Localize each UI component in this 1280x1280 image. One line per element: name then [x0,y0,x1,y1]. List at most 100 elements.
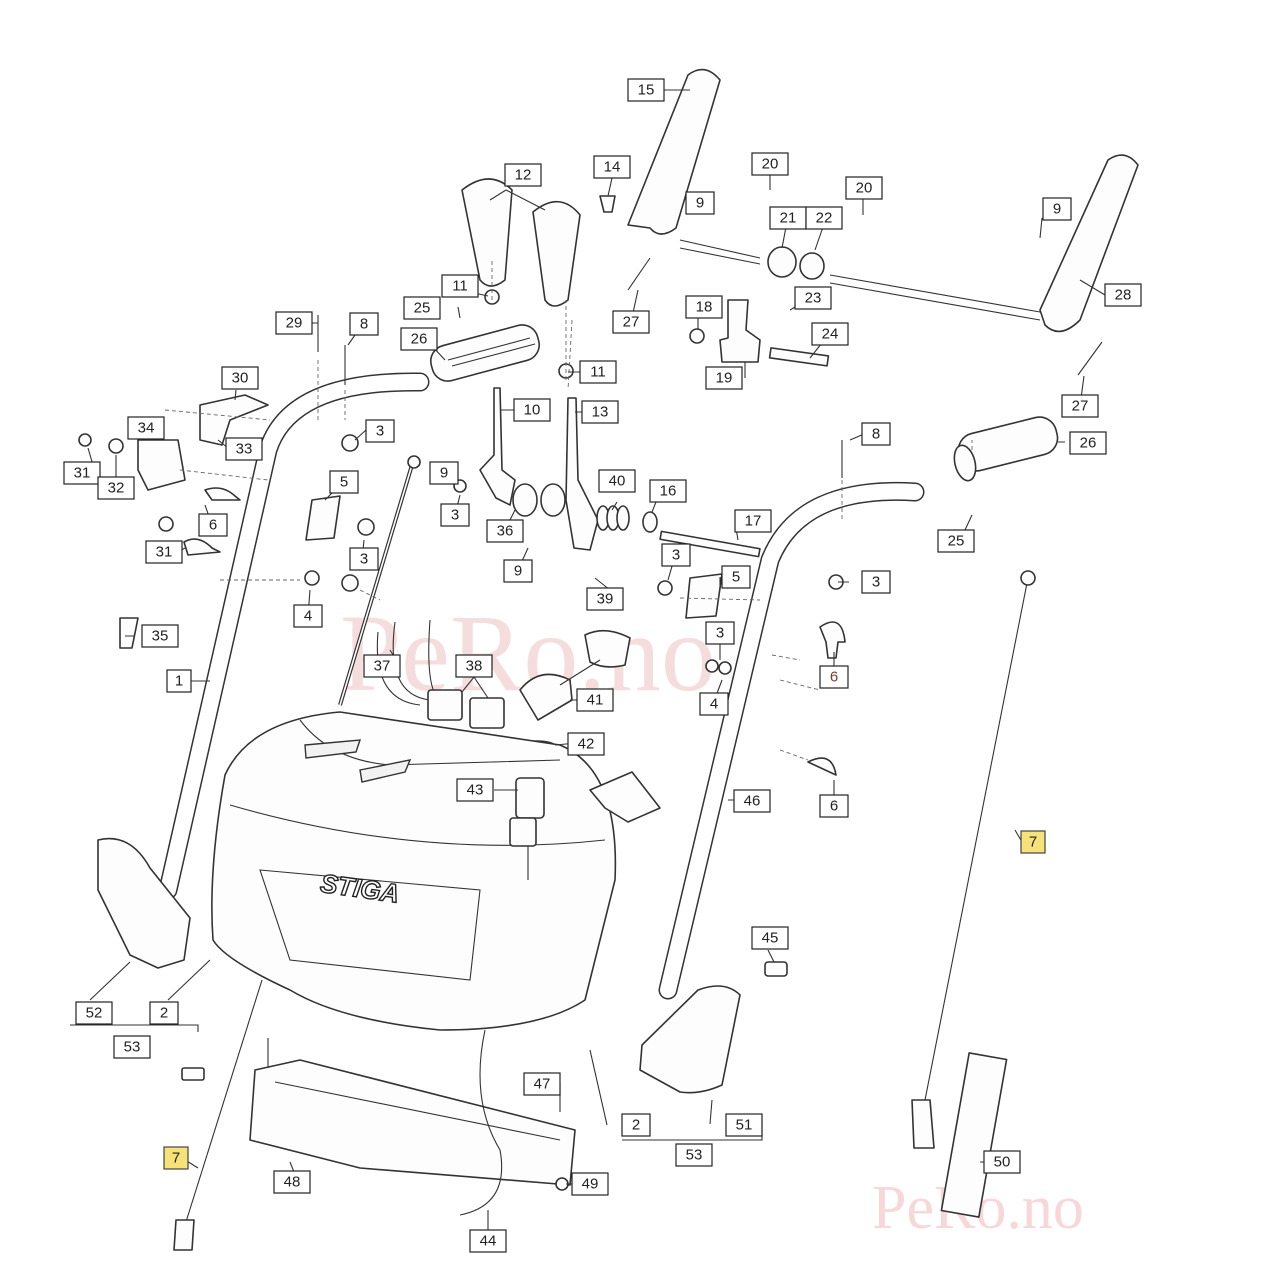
callout-52[interactable]: 52 [75,1001,113,1025]
callout-28[interactable]: 28 [1104,283,1142,307]
callout-3[interactable]: 3 [661,543,691,567]
callout-3[interactable]: 3 [349,547,379,571]
callout-40[interactable]: 40 [598,469,636,493]
svg-text:9: 9 [696,195,704,212]
callout-3[interactable]: 3 [705,621,735,645]
svg-text:37: 37 [374,658,391,675]
callout-53[interactable]: 53 [675,1143,713,1167]
callout-29[interactable]: 29 [275,311,313,335]
svg-text:11: 11 [590,364,606,381]
callout-3[interactable]: 3 [440,503,470,527]
svg-text:53: 53 [686,1147,703,1164]
callout-26[interactable]: 26 [400,327,438,351]
callout-11[interactable]: 11 [441,274,479,298]
callout-47[interactable]: 47 [523,1072,561,1096]
callout-8[interactable]: 8 [861,422,891,446]
callout-3[interactable]: 3 [365,419,395,443]
callout-23[interactable]: 23 [794,286,832,310]
svg-text:33: 33 [236,441,253,458]
callout-18[interactable]: 18 [685,295,723,319]
callout-35[interactable]: 35 [141,624,179,648]
callout-2[interactable]: 2 [621,1113,651,1137]
svg-text:49: 49 [582,1176,599,1193]
callout-30[interactable]: 30 [221,366,259,390]
callout-7[interactable]: 7 [163,1146,189,1170]
callout-51[interactable]: 51 [725,1113,763,1137]
callout-5[interactable]: 5 [329,470,359,494]
svg-text:45: 45 [762,930,779,947]
callout-11[interactable]: 11 [579,360,617,384]
callout-19[interactable]: 19 [705,366,743,390]
callout-5[interactable]: 5 [721,565,751,589]
svg-text:3: 3 [872,574,880,591]
callout-24[interactable]: 24 [811,322,849,346]
svg-text:32: 32 [108,480,125,497]
svg-text:41: 41 [587,692,604,709]
svg-text:34: 34 [138,420,155,437]
callout-4[interactable]: 4 [699,692,729,716]
callout-33[interactable]: 33 [225,437,263,461]
callout-20[interactable]: 20 [845,176,883,200]
callout-43[interactable]: 43 [456,778,494,802]
callout-3[interactable]: 3 [861,570,891,594]
callout-26[interactable]: 26 [1069,431,1107,455]
callout-48[interactable]: 48 [273,1170,311,1194]
spring-40 [596,505,630,531]
callout-14[interactable]: 14 [593,155,631,179]
svg-text:3: 3 [672,547,680,564]
callout-9[interactable]: 9 [685,191,715,215]
callout-31[interactable]: 31 [63,461,101,485]
svg-text:44: 44 [480,1233,497,1250]
svg-text:27: 27 [623,314,640,331]
svg-text:26: 26 [411,331,428,348]
callout-34[interactable]: 34 [127,416,165,440]
callout-42[interactable]: 42 [567,732,605,756]
callout-15[interactable]: 15 [627,78,665,102]
callout-12[interactable]: 12 [504,163,542,187]
svg-text:31: 31 [74,465,91,482]
callout-25[interactable]: 25 [937,529,975,553]
callout-25[interactable]: 25 [403,296,441,320]
callout-1[interactable]: 1 [166,669,192,693]
callout-45[interactable]: 45 [751,926,789,950]
callout-20[interactable]: 20 [751,152,789,176]
callout-44[interactable]: 44 [469,1229,507,1253]
svg-text:47: 47 [534,1076,551,1093]
callout-36[interactable]: 36 [486,519,524,543]
callout-9[interactable]: 9 [429,461,459,485]
callout-32[interactable]: 32 [97,476,135,500]
callout-9[interactable]: 9 [1042,197,1072,221]
callout-10[interactable]: 10 [513,398,551,422]
callout-37[interactable]: 37 [363,654,401,678]
callout-2[interactable]: 2 [149,1001,179,1025]
drawing: STIGA [78,68,1139,1251]
callout-49[interactable]: 49 [571,1172,609,1196]
svg-text:9: 9 [440,465,448,482]
callout-21[interactable]: 21 [769,206,807,230]
callout-38[interactable]: 38 [455,654,493,678]
callout-17[interactable]: 17 [734,509,772,533]
callout-31[interactable]: 31 [145,540,183,564]
callouts: 1 2 2 3 3 3 3 3 3 3 4 4 5 5 6 6 6 6 7 7 … [63,78,1142,1253]
callout-27[interactable]: 27 [1061,394,1099,418]
callout-6[interactable]: 6 [198,513,228,537]
callout-6[interactable]: 6 [819,794,849,818]
callout-53[interactable]: 53 [113,1035,151,1059]
callout-22[interactable]: 22 [805,206,843,230]
callout-9[interactable]: 9 [503,559,533,583]
svg-text:48: 48 [284,1174,301,1191]
callout-16[interactable]: 16 [649,479,687,503]
callout-27[interactable]: 27 [612,310,650,334]
callout-4[interactable]: 4 [293,604,323,628]
callout-8[interactable]: 8 [349,312,379,336]
callout-50[interactable]: 50 [983,1150,1021,1174]
svg-text:14: 14 [604,159,621,176]
callout-46[interactable]: 46 [733,789,771,813]
callout-39[interactable]: 39 [586,587,624,611]
svg-text:23: 23 [805,290,822,307]
svg-text:42: 42 [578,736,595,753]
callout-13[interactable]: 13 [581,400,619,424]
callout-6[interactable]: 6 [819,665,849,689]
callout-41[interactable]: 41 [576,688,614,712]
callout-7[interactable]: 7 [1020,830,1046,854]
